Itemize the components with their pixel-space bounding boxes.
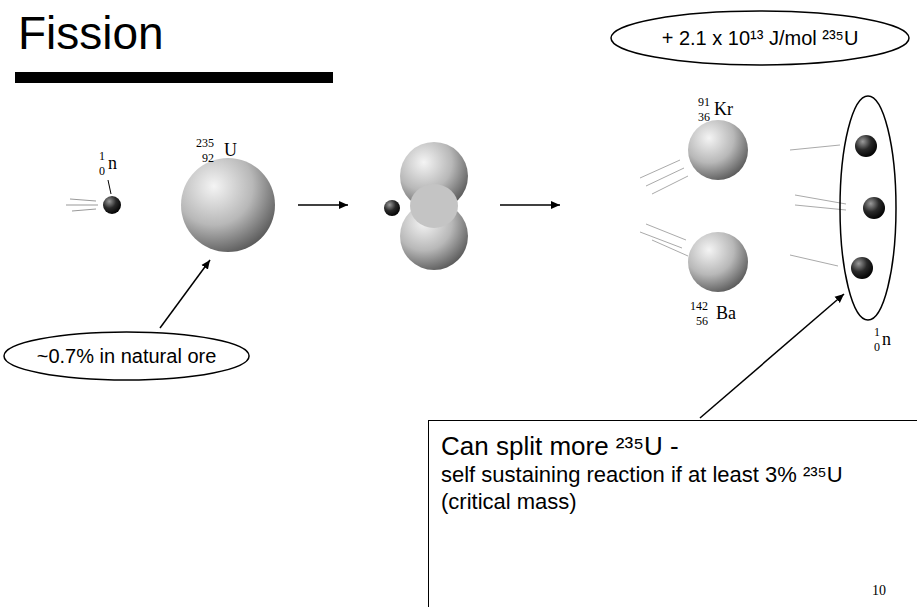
node-heading: + 2.1 x 10¹³ J/mol ²³⁵U — [662, 26, 859, 50]
nuclide-label: 1 — [874, 326, 880, 338]
nuclide-label: 235 — [196, 137, 214, 149]
neutron — [863, 197, 885, 219]
note-box: Can split more ²³⁵U -self sustaining rea… — [428, 420, 917, 607]
energy-callout: + 2.1 x 10¹³ J/mol ²³⁵U — [610, 10, 910, 66]
neutron-ring — [840, 96, 896, 320]
slide-title: Fission — [18, 10, 164, 56]
nuclide-label: n — [882, 330, 891, 348]
nuclide-label: 92 — [202, 152, 214, 164]
label-leader — [108, 180, 111, 194]
neutron — [103, 196, 121, 214]
nuclide-label: 1 — [99, 150, 105, 162]
uranium-nucleus — [181, 158, 275, 252]
nuclide-label: 36 — [698, 111, 710, 123]
nuclide-label: 56 — [696, 315, 708, 327]
reaction-arrow — [500, 204, 560, 206]
nuclide-label: 0 — [99, 165, 105, 177]
nuclide-label: 0 — [874, 341, 880, 353]
neutron — [851, 257, 873, 279]
nuclide-label: Kr — [714, 100, 733, 118]
reaction-arrow — [298, 204, 348, 206]
abundance-callout: ~0.7% in natural ore — [3, 331, 250, 381]
callout-arrow — [700, 294, 844, 418]
motion-lines — [66, 199, 98, 211]
neutron — [384, 200, 400, 216]
node-heading: Can split more ²³⁵U - — [441, 431, 903, 462]
node-body: self sustaining reaction if at least 3% … — [441, 462, 903, 515]
node-heading: ~0.7% in natural ore — [37, 344, 217, 368]
title-bar — [15, 72, 333, 83]
barium-nucleus — [688, 232, 748, 292]
callout-arrow — [160, 260, 210, 328]
nuclide-label: Ba — [716, 304, 736, 322]
krypton-nucleus — [688, 120, 748, 180]
page-number: 10 — [872, 584, 886, 598]
nuclide-label: n — [108, 154, 117, 172]
nuclide-label: 142 — [690, 300, 708, 312]
nuclide-label: U — [224, 141, 237, 159]
nuclide-label: 91 — [698, 96, 710, 108]
deformed-nucleus — [410, 184, 458, 228]
neutron — [855, 135, 877, 157]
